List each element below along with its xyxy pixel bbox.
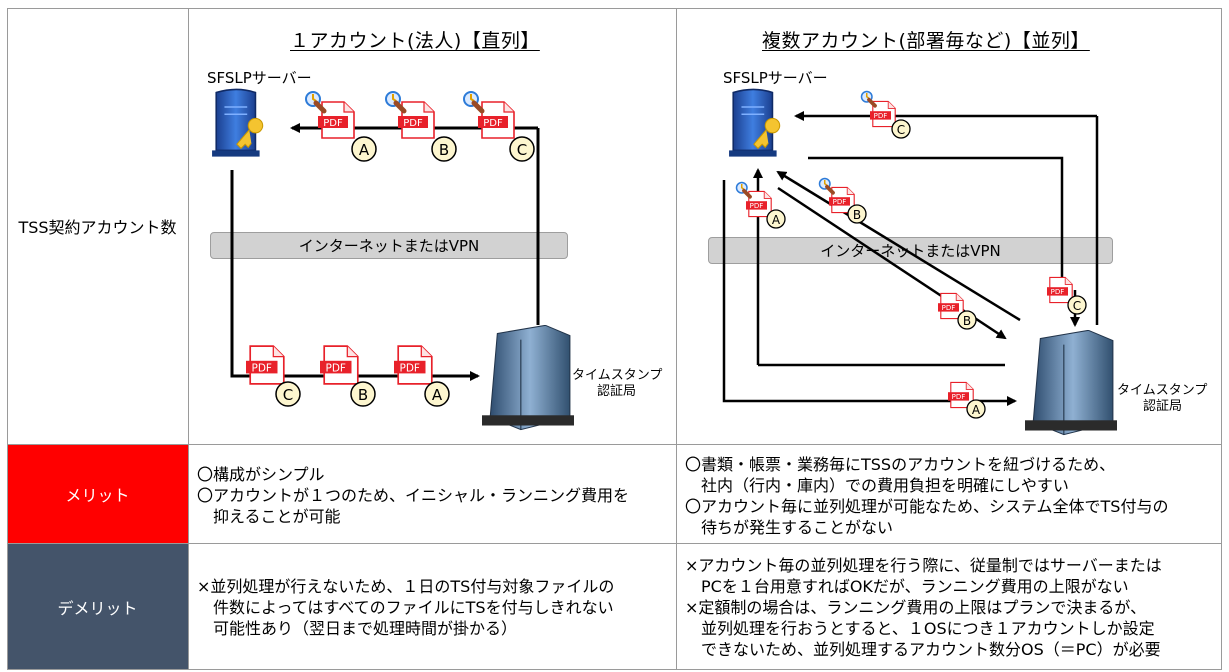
left-tsa-label-1: タイムスタンプ [572,368,663,383]
svg-text:B: B [439,141,449,159]
svg-text:A: A [972,403,981,417]
merit-left-line-3: 抑えることが可能 [197,507,341,526]
grid-line [7,444,1222,445]
svg-text:B: B [963,314,971,328]
left-top-markers: A B C [351,136,535,162]
svg-text:C: C [517,141,527,159]
grid-line [1221,8,1222,670]
left-heading: １アカウント(法人)【直列】 [290,30,540,52]
right-tsa-label-1: タイムスタンプ [1117,383,1208,398]
demerit-left-line-3: 可能性あり（翌日まで処理時間が掛かる） [197,619,518,638]
svg-text:C: C [1073,299,1081,313]
demerit-left-line-2: 件数によってはすべてのファイルにTSを付与しきれない [197,598,614,617]
right-network-band-text: インターネットまたはVPN [820,242,1001,260]
merit-left-line-2: 〇アカウントが１つのため、イニシャル・ランニング費用を [197,486,630,505]
grid-line [7,669,1222,670]
right-server-label: SFSLPサーバー [723,69,828,87]
grid-line [676,8,677,670]
left-network-band-text: インターネットまたはVPN [298,237,480,255]
demerit-right-line-4: 並列処理を行おうとすると、１OSにつき１アカウントしか設定 [685,619,1155,638]
left-tsa-label-2: 認証局 [597,384,637,399]
merit-right-line-2: 社内（行内・庫内）での費用負担を明確にしやすい [685,476,1069,495]
right-network-band: インターネットまたはVPN [708,237,1113,264]
row-label-demerit: デメリット [7,544,188,669]
merit-right-line-4: 待ちが発生することがない [685,518,894,537]
row-label-accounts-text: TSS契約アカウント数 [18,218,177,237]
demerit-left-line-1: ×並列処理が行えないため、１日のTS付与対象ファイルの [197,577,615,596]
demerit-right-line-5: できないため、並列処理するアカウント数分OS（＝PC）が必要 [685,640,1161,659]
svg-text:B: B [358,386,368,404]
right-tsa-label-2: 認証局 [1143,399,1183,414]
svg-text:C: C [283,386,293,404]
svg-text:C: C [897,123,905,137]
row-label-merit: メリット [7,445,188,543]
grid-line [188,8,189,670]
left-network-band: インターネットまたはVPN [210,232,568,259]
right-arrow-a-start [722,180,1017,406]
grid-line [7,8,1222,9]
grid-line [7,8,8,670]
row-label-merit-text: メリット [65,486,130,505]
demerit-right-line-3: ×定額制の場合は、ランニング費用の上限はプランで決まるが、 [685,598,1147,617]
merit-left-line-1: 〇構成がシンプル [197,465,325,484]
row-label-demerit-text: デメリット [57,598,138,618]
left-flow-start [230,170,480,381]
right-heading: 複数アカウント(部署毎など)【並列】 [762,30,1090,52]
right-line-mid [808,156,1064,290]
demerit-right-line-2: PCを１台用意すればOKだが、ランニング費用の上限がない [685,577,1129,596]
svg-text:A: A [432,386,443,404]
left-server-label: SFSLPサーバー [207,69,312,87]
demerit-right-line-1: ×アカウント毎の並列処理を行う際に、従量制ではサーバーまたは [685,556,1162,575]
svg-text:B: B [853,208,861,222]
merit-right-line-3: 〇アカウント毎に並列処理が可能なため、システム全体でTS付与の [685,497,1169,516]
svg-text:A: A [359,141,370,159]
left-bottom-markers: C B A [275,381,450,407]
row-label-accounts: TSS契約アカウント数 [7,8,188,444]
svg-text:A: A [772,213,781,227]
grid-line [7,543,1222,544]
merit-right-line-1: 〇書類・帳票・業務毎にTSSのアカウントを紐づけるため、 [685,455,1116,474]
